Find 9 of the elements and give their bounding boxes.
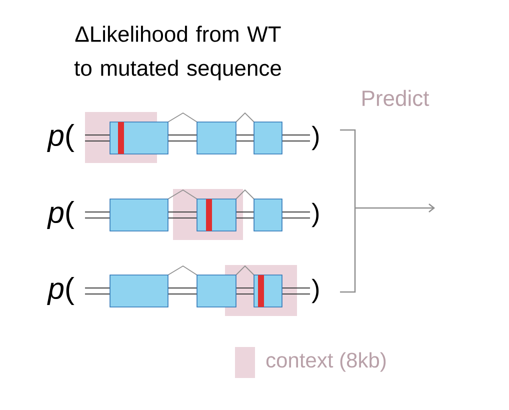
probability-label: p( bbox=[47, 201, 74, 229]
title: ΔLikelihood from WT to mutated sequence bbox=[74, 26, 281, 80]
probability-label: p( bbox=[47, 124, 74, 152]
legend-label: context (8kb) bbox=[266, 352, 386, 372]
probability-label: p( bbox=[47, 277, 74, 305]
closing-parenthesis: ) bbox=[312, 278, 319, 304]
closing-parenthesis: ) bbox=[312, 202, 319, 228]
closing-parenthesis: ) bbox=[312, 126, 319, 150]
predict-label: Predict bbox=[362, 90, 430, 106]
